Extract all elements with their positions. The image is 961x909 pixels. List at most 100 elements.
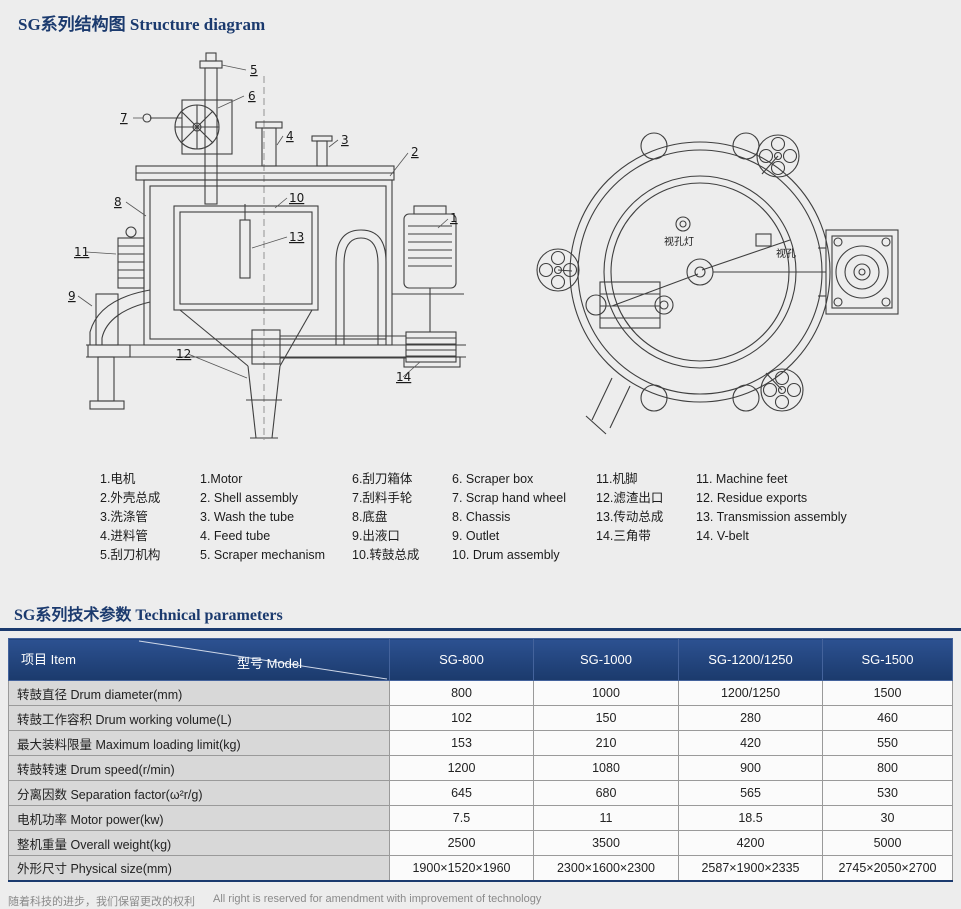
cell-value: 1200/1250 [678,680,823,706]
cell-value: 1200 [389,755,534,781]
cell-value: 102 [389,705,534,731]
legend-item: 6. Scraper box [452,472,534,486]
legend-item: 4.进料管 [100,529,148,543]
section-divider-rule [0,628,961,631]
technical-parameters-title: SG系列技术参数 Technical parameters [14,607,283,624]
diagram-callout: 12 [176,347,191,361]
legend-item: 12. Residue exports [696,491,808,505]
cell-value: 7.5 [389,805,534,831]
corner-model-label: 型号 Model [237,656,303,671]
legend-item: 9. Outlet [452,529,500,543]
legend-item: 6.刮刀箱体 [352,472,413,486]
cell-value: 1080 [533,755,679,781]
corner-diagonal-line [138,640,388,680]
legend-item: 13. Transmission assembly [696,510,847,524]
legend-item: 2. Shell assembly [200,491,298,505]
legend-item: 12.滤渣出口 [596,491,664,505]
diagram-callout: 5 [250,63,258,77]
cell-value: 153 [389,730,534,756]
legend-item: 11.机脚 [596,472,638,486]
cell-value: 210 [533,730,679,756]
diagram-callout: 14 [396,370,411,384]
legend-item: 9.出液口 [352,529,400,543]
legend-column-cn: 6.刮刀箱体 7.刮料手轮 8.底盘 9.出液口 10.转鼓总成 [352,470,438,565]
row-label: 外形尺寸 Physical size(mm) [8,855,390,881]
diagram-callout: 9 [68,289,76,303]
footer-note-en: All right is reserved for amendment with… [213,893,542,905]
cell-value: 4200 [678,830,823,856]
diagram-callout: 7 [120,111,128,125]
legend-item: 5. Scraper mechanism [200,548,326,562]
footer-note-cn: 随着科技的进步，我们保留更改的权利 [8,896,195,908]
row-label: 分离因数 Separation factor(ω²r/g) [8,780,390,806]
diagram-callout: 1 [450,211,458,225]
cell-value: 1900×1520×1960 [389,855,534,881]
row-label: 转鼓直径 Drum diameter(mm) [8,680,390,706]
legend-item: 4. Feed tube [200,529,271,543]
table-corner-cell: 项目 Item 型号 Model [8,638,390,681]
cell-value: 11 [533,805,679,831]
cell-value: 800 [389,680,534,706]
legend-item: 5.刮刀机构 [100,548,161,562]
column-header-sg-1500: SG-1500 [822,638,953,681]
legend-item: 14. V-belt [696,529,749,543]
row-label: 转鼓转速 Drum speed(r/min) [8,755,390,781]
cell-value: 2500 [389,830,534,856]
legend-item: 2.外壳总成 [100,491,161,505]
structure-top-view [536,132,899,435]
legend-item: 10.转鼓总成 [352,548,420,562]
cell-value: 530 [822,780,953,806]
legend-item: 7. Scrap hand wheel [452,491,566,505]
legend-item: 7.刮料手轮 [352,491,413,505]
cell-value: 3500 [533,830,679,856]
corner-item-label: 项目 Item [21,652,76,667]
cell-value: 565 [678,780,823,806]
legend-item: 8.底盘 [352,510,388,524]
diagram-callout: 10 [289,191,304,205]
row-label: 转鼓工作容积 Drum working volume(L) [8,705,390,731]
legend-column-en: 6. Scraper box 7. Scrap hand wheel 8. Chas… [452,470,566,565]
cell-value: 900 [678,755,823,781]
footer-note: 随着科技的进步，我们保留更改的权利 All right is reserved … [8,893,541,909]
diagram-callout: 3 [341,133,349,147]
row-label: 整机重量 Overall weight(kg) [8,830,390,856]
diagram-callout: 6 [248,89,256,103]
cell-value: 1000 [533,680,679,706]
structure-diagram: 5 6 7 4 3 2 10 8 13 1 11 9 12 14 [68,52,899,440]
legend-item: 11. Machine feet [696,472,788,486]
diagram-callout: 8 [114,195,122,209]
parameters-table: 项目 Item 型号 Model SG-800 SG-1000 SG-1200/… [8,638,953,882]
diagram-callout: 4 [286,129,294,143]
legend-item: 13.传动总成 [596,510,664,524]
legend-group-2: 6.刮刀箱体 7.刮料手轮 8.底盘 9.出液口 10.转鼓总成 6. Scraper b… [352,470,566,565]
legend-item: 10. Drum assembly [452,548,560,562]
legend-item: 3. Wash the tube [200,510,295,524]
legend-item: 8. Chassis [452,510,511,524]
legend-column-en: 11. Machine feet 12. Residue exports 13. T… [696,470,847,546]
cell-value: 2745×2050×2700 [822,855,953,881]
sight-light-label: 视孔灯 [664,235,694,248]
sight-hole-label: 视孔 [776,247,796,260]
cell-value: 550 [822,730,953,756]
cell-value: 420 [678,730,823,756]
cell-value: 280 [678,705,823,731]
diagram-callout: 13 [289,230,304,244]
cell-value: 150 [533,705,679,731]
column-header-sg-1000: SG-1000 [533,638,679,681]
cell-value: 680 [533,780,679,806]
row-label: 最大装料限量 Maximum loading limit(kg) [8,730,390,756]
